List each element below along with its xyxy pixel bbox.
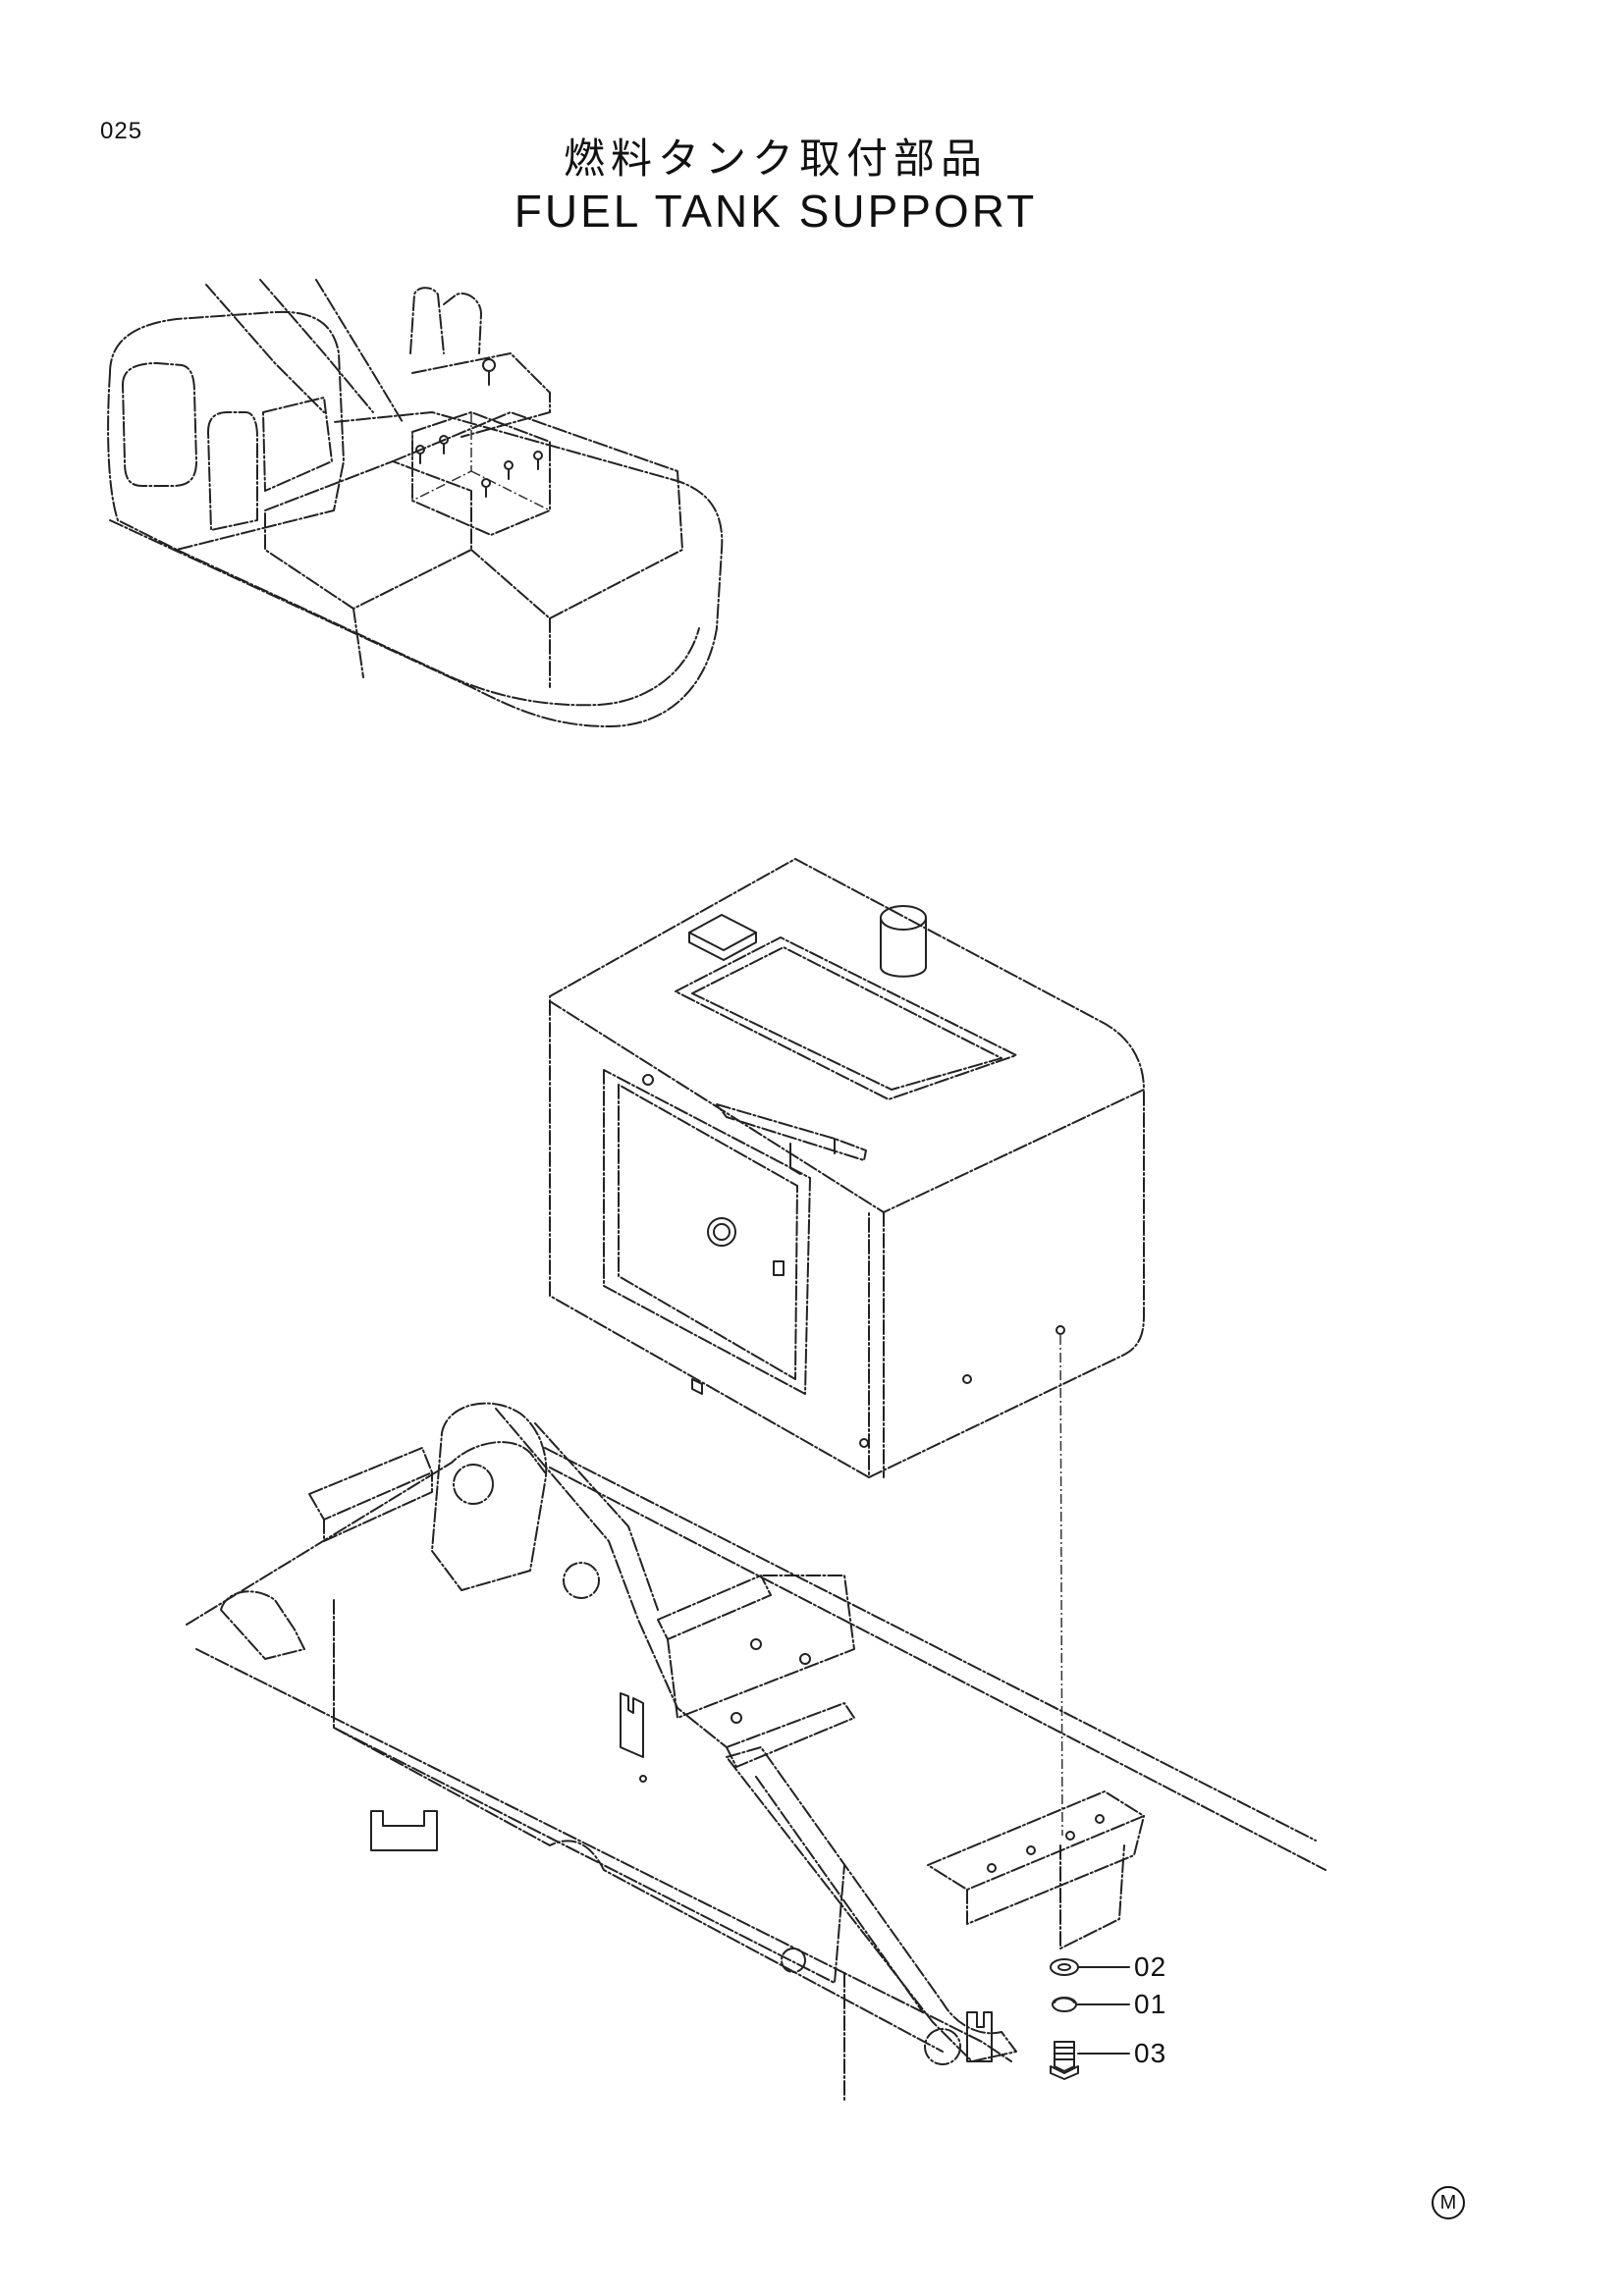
fuel-tank-illustration <box>549 858 1145 1478</box>
callout-label: 02 <box>1134 1951 1167 1982</box>
callout-label: 03 <box>1134 2038 1167 2068</box>
upper-frame-illustration <box>186 1402 1326 2102</box>
washer-part <box>1050 1958 1130 1976</box>
page-number: 025 <box>100 118 143 144</box>
manufacturer-mark: M <box>1432 2186 1465 2219</box>
excavator-overview-illustration <box>107 279 724 727</box>
mounting-line <box>1059 1334 1063 1837</box>
bolt-part <box>1050 2041 1130 2080</box>
spring-washer-part <box>1052 1997 1130 2012</box>
page-title-japanese: 燃料タンク取付部品 <box>563 134 988 183</box>
page-title-english: FUEL TANK SUPPORT <box>514 186 1038 237</box>
callout-label: 01 <box>1134 1989 1167 2019</box>
